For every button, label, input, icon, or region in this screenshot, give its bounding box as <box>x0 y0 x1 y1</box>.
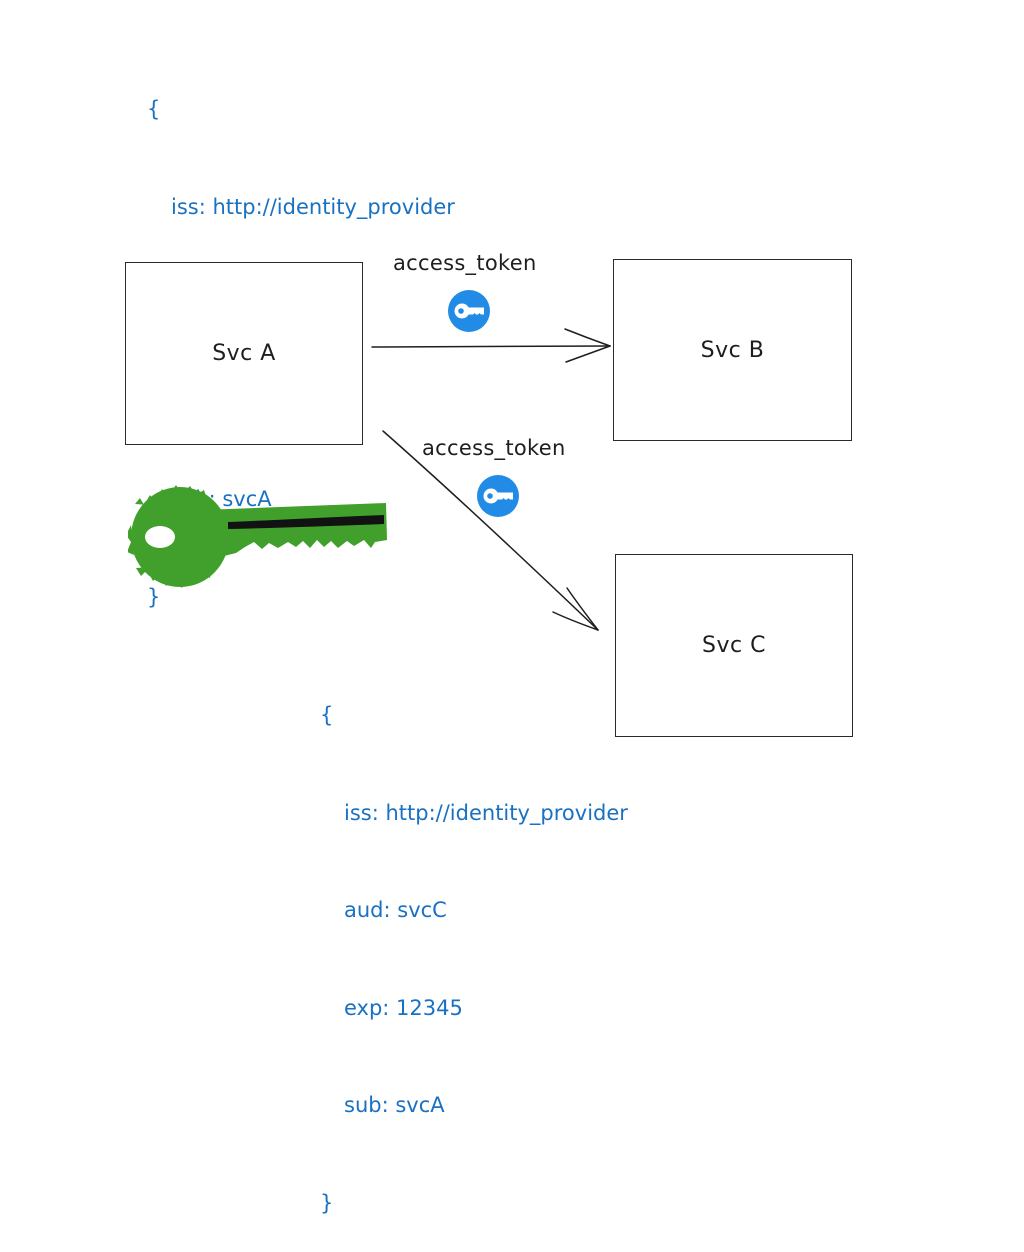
claim-sub: sub: svcA <box>344 1093 445 1117</box>
signing-key-icon <box>128 485 387 588</box>
claim-iss: iss: http://identity_provider <box>171 194 455 219</box>
brace-close: } <box>320 1190 334 1215</box>
claim-exp: exp: 12345 <box>344 995 463 1020</box>
claim-aud: aud: svcC <box>344 898 447 922</box>
edge-label-a-to-c: access_token <box>422 436 566 460</box>
service-c-label: Svc C <box>702 633 766 658</box>
service-a-label: Svc A <box>212 341 276 366</box>
service-b-label: Svc B <box>700 337 765 363</box>
claim-iss: iss: http://identity_provider <box>344 800 628 825</box>
service-c-box: Svc C <box>615 554 853 737</box>
token-key-icon <box>448 290 490 332</box>
brace-open: { <box>320 703 334 727</box>
arrow-a-to-b <box>371 328 611 363</box>
service-b-box: Svc B <box>613 259 852 441</box>
brace-open: { <box>147 97 161 121</box>
brace-close: } <box>147 584 161 609</box>
edge-label-a-to-b: access_token <box>393 251 537 275</box>
service-a-box: Svc A <box>125 262 363 445</box>
jwt-claims-svc-c: { iss: http://identity_provider aud: svc… <box>320 634 628 1252</box>
arrow-a-to-c <box>382 430 599 631</box>
arrows-layer <box>371 328 611 631</box>
token-key-icon <box>477 475 519 517</box>
